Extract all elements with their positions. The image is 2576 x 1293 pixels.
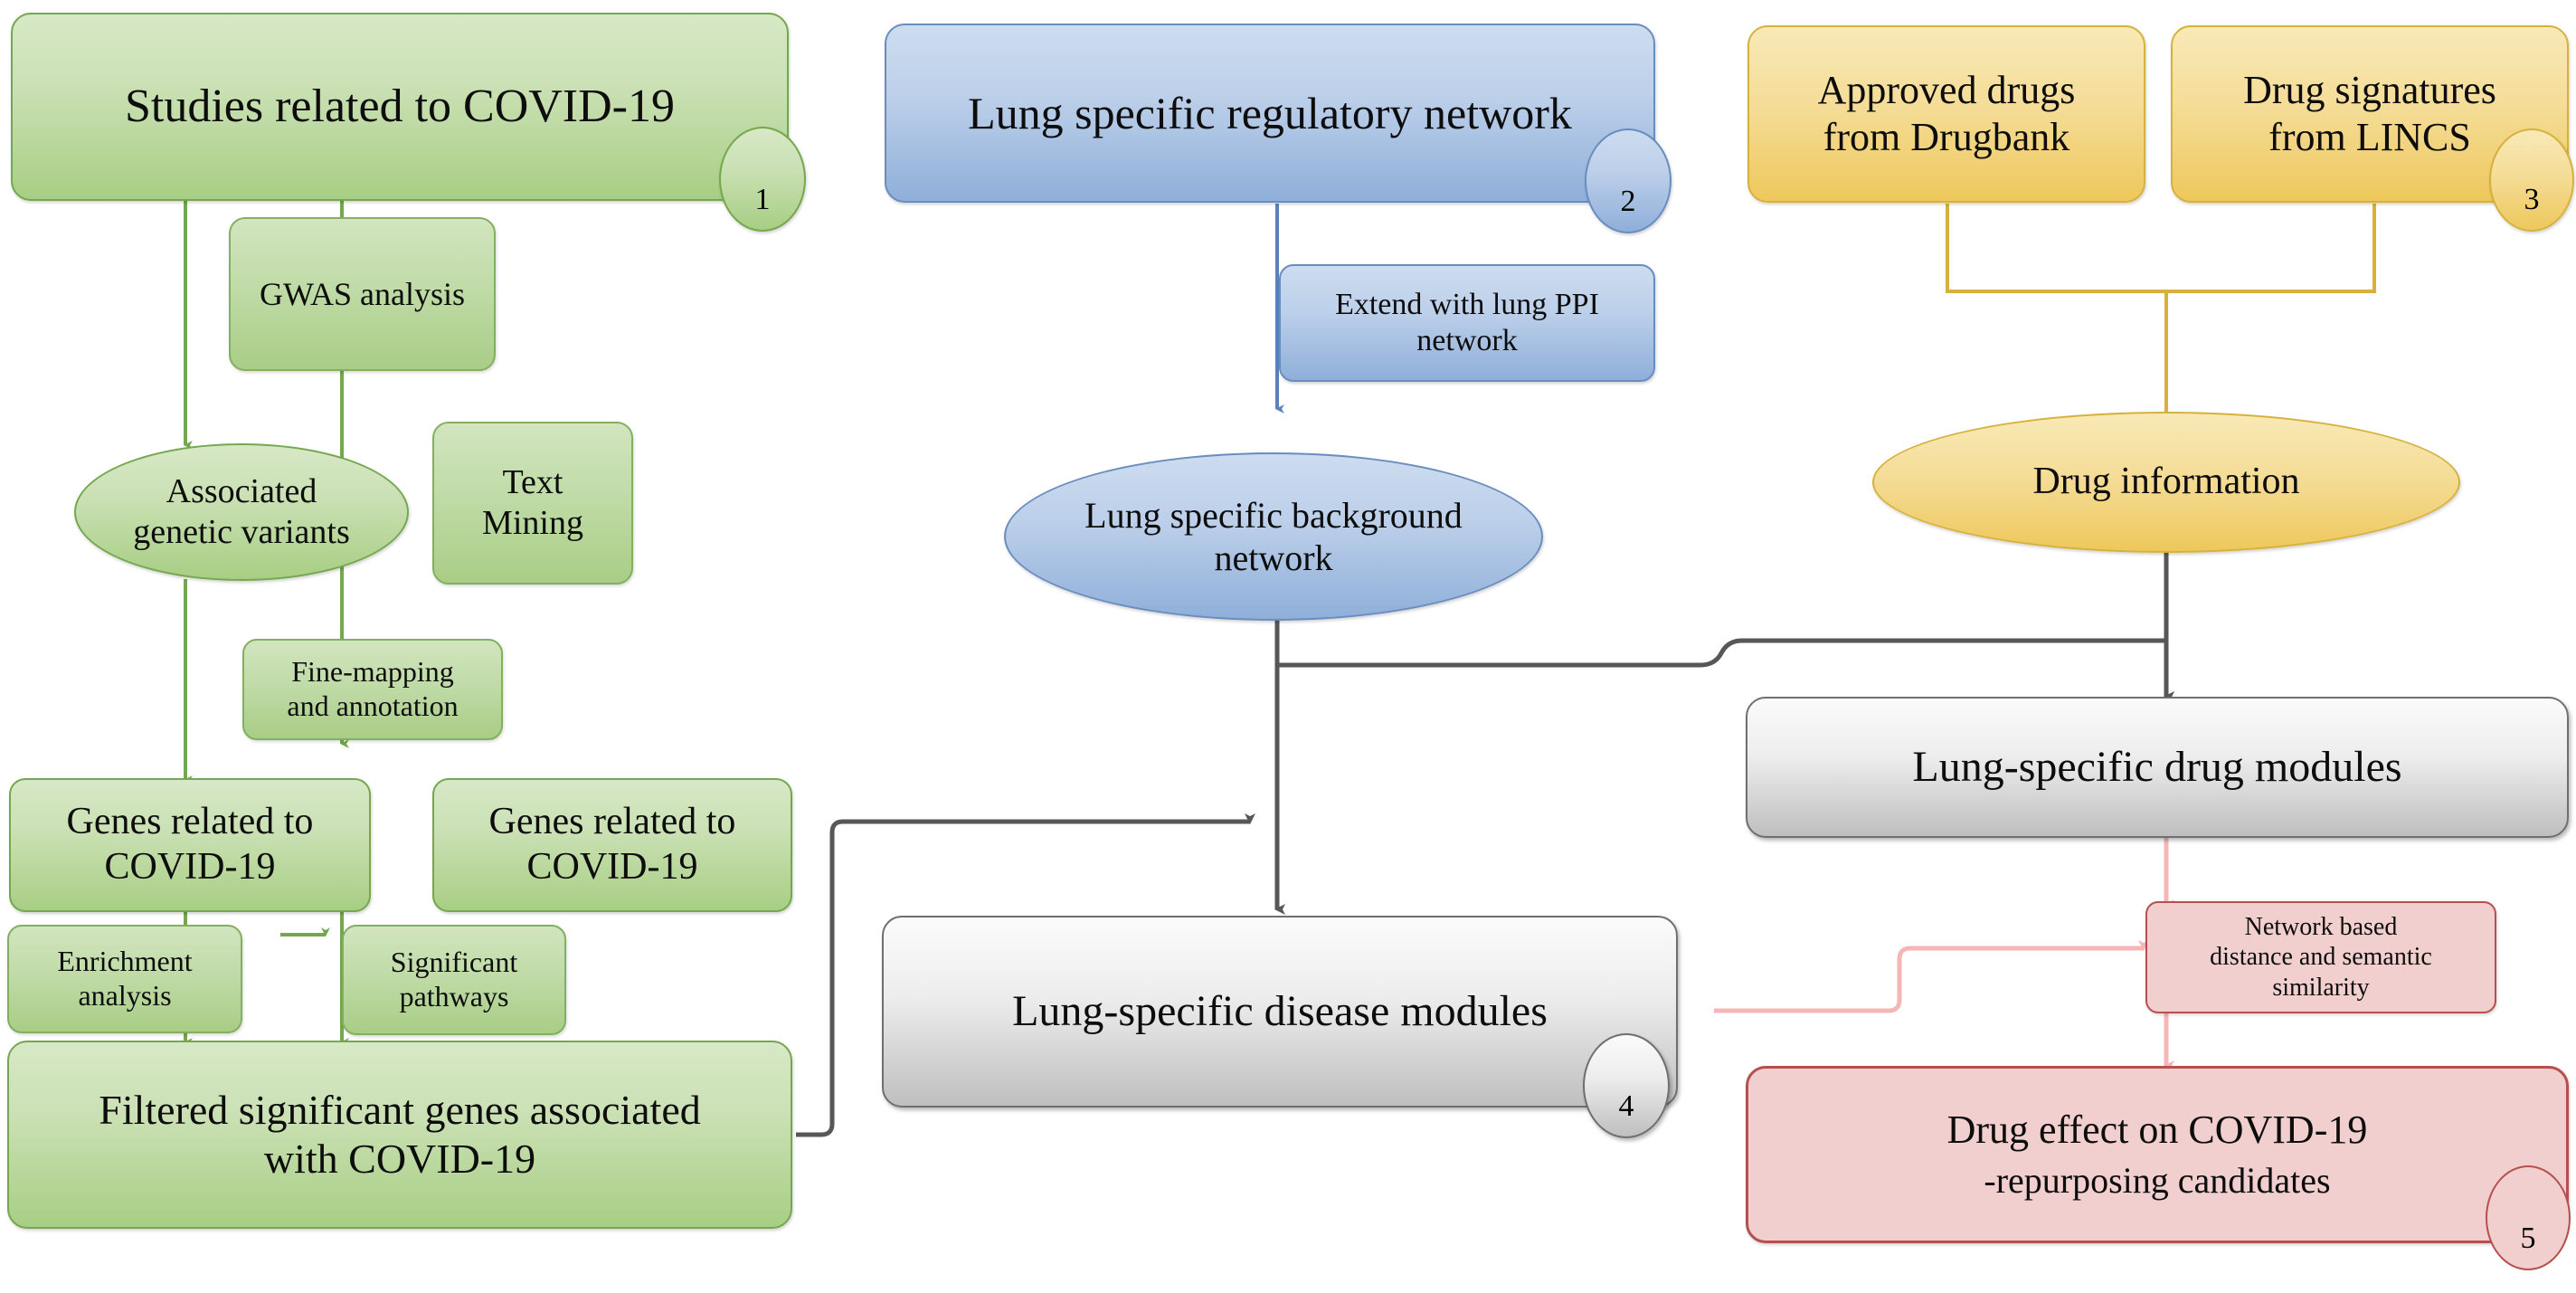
node-label: Lung-specific drug modules	[1912, 742, 2402, 791]
node-label-line1: Enrichment	[57, 945, 193, 978]
node-significant-pathways[interactable]: Significant pathways	[342, 925, 566, 1035]
badge-5: 5	[2486, 1165, 2571, 1270]
badge-3: 3	[2489, 128, 2574, 232]
node-label-line2: from LINCS	[2268, 115, 2471, 159]
node-label-line2: COVID-19	[104, 846, 276, 888]
node-label-line1: Fine-mapping	[291, 655, 454, 689]
node-label: Lung specific regulatory network	[968, 87, 1572, 138]
node-label-line2: Mining	[482, 504, 583, 542]
node-extend-with-lung-ppi-network[interactable]: Extend with lung PPI network	[1279, 264, 1655, 382]
node-label-line1: Lung specific background	[1084, 494, 1463, 536]
node-label-line2: network	[1416, 324, 1518, 357]
badge-label: 5	[2520, 1222, 2536, 1255]
node-label-line1: Significant	[390, 946, 518, 979]
node-fine-mapping-annotation[interactable]: Fine-mapping and annotation	[242, 639, 503, 740]
node-label: Lung-specific disease modules	[1012, 986, 1548, 1035]
node-label-line1: Genes related to	[488, 801, 736, 843]
node-genes-related-covid19-left[interactable]: Genes related to COVID-19	[9, 778, 371, 912]
node-lung-specific-drug-modules[interactable]: Lung-specific drug modules	[1746, 697, 2569, 838]
node-label-line1: Extend with lung PPI	[1335, 287, 1599, 321]
badge-label: 4	[1618, 1089, 1634, 1123]
node-filtered-significant-genes[interactable]: Filtered significant genes associated wi…	[7, 1041, 792, 1229]
badge-label: 3	[2524, 183, 2540, 216]
node-text-mining[interactable]: Text Mining	[432, 422, 633, 585]
node-label: GWAS analysis	[260, 275, 465, 312]
node-label-line1: Genes related to	[66, 801, 314, 843]
node-label-line2: distance and semantic	[2210, 943, 2432, 972]
node-label-line1: Approved drugs	[1817, 68, 2076, 113]
badge-1: 1	[719, 127, 806, 232]
node-enrichment-analysis[interactable]: Enrichment analysis	[7, 925, 242, 1033]
node-label-line2: -repurposing candidates	[1984, 1160, 2331, 1202]
node-label: Drug information	[2032, 461, 2300, 503]
node-network-distance-semantic-similarity[interactable]: Network based distance and semantic simi…	[2145, 901, 2496, 1013]
node-label-line2: pathways	[399, 980, 509, 1013]
node-associated-genetic-variants[interactable]: Associated genetic variants	[74, 443, 409, 581]
node-label-line1: Network based	[2244, 913, 2398, 942]
node-studies-related-covid19[interactable]: Studies related to COVID-19	[11, 13, 789, 201]
node-lung-specific-regulatory-network[interactable]: Lung specific regulatory network	[885, 24, 1655, 203]
node-label-line1: Associated	[166, 472, 317, 511]
node-approved-drugs-drugbank[interactable]: Approved drugs from Drugbank	[1747, 25, 2145, 203]
node-label-line1: Text	[502, 463, 564, 502]
badge-label: 2	[1620, 185, 1636, 218]
node-label-line2: and annotation	[287, 689, 459, 722]
node-label-line1: Drug effect on COVID-19	[1946, 1108, 2368, 1153]
node-label-line3: similarity	[2272, 973, 2370, 1002]
node-gwas-analysis[interactable]: GWAS analysis	[229, 217, 496, 371]
node-label-line2: network	[1214, 537, 1333, 578]
node-genes-related-covid19-right[interactable]: Genes related to COVID-19	[432, 778, 792, 912]
node-label-line1: Drug signatures	[2243, 68, 2496, 113]
node-label-line2: from Drugbank	[1823, 115, 2070, 159]
badge-4: 4	[1583, 1033, 1670, 1138]
node-label-line2: analysis	[78, 979, 172, 1012]
node-label: Studies related to COVID-19	[124, 81, 675, 133]
node-lung-specific-disease-modules[interactable]: Lung-specific disease modules	[882, 916, 1678, 1108]
node-lung-specific-background-network[interactable]: Lung specific background network	[1004, 452, 1543, 621]
node-drug-information[interactable]: Drug information	[1872, 412, 2460, 553]
badge-2: 2	[1585, 128, 1672, 233]
node-label-line1: Filtered significant genes associated	[99, 1086, 701, 1133]
badge-label: 1	[754, 183, 771, 216]
node-label-line2: COVID-19	[526, 846, 698, 888]
node-label-line2: with COVID-19	[263, 1136, 536, 1182]
node-drug-effect-repurposing-candidates[interactable]: Drug effect on COVID-19 -repurposing can…	[1746, 1066, 2569, 1243]
node-label-line2: genetic variants	[133, 513, 350, 551]
